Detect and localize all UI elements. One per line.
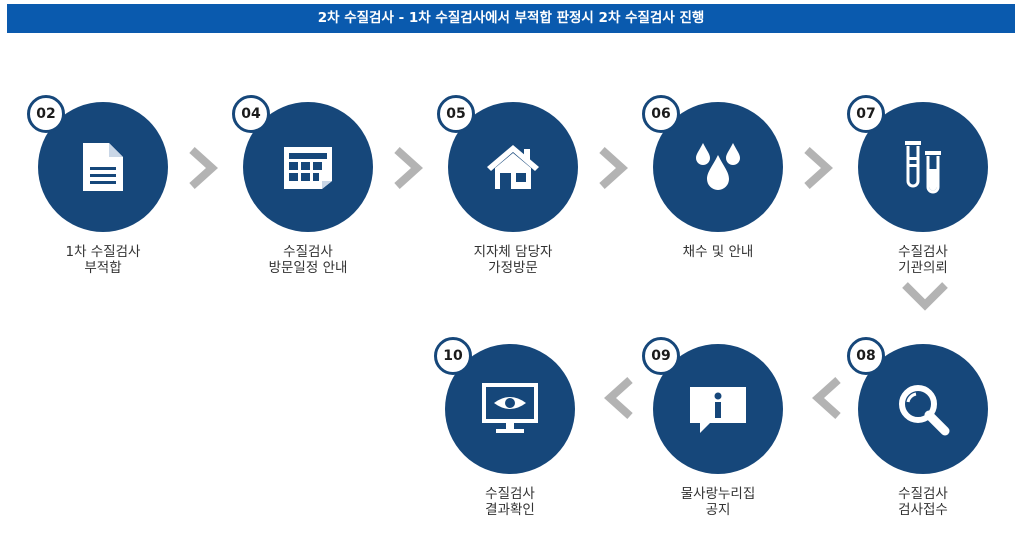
step-label: 채수 및 안내 bbox=[648, 244, 788, 260]
magnifier-icon bbox=[899, 385, 950, 436]
step-label: 수질검사 결과확인 bbox=[440, 486, 580, 518]
step-label-line1: 1차 수질검사 bbox=[65, 244, 141, 260]
step-label-line1: 수질검사 bbox=[283, 244, 333, 260]
arrow-right-icon bbox=[189, 147, 218, 189]
step-label: 수질검사 검사접수 bbox=[853, 486, 993, 518]
step-label-line1: 물사랑누리집 bbox=[680, 486, 756, 502]
step-label-line2: 결과확인 bbox=[485, 502, 535, 518]
step-label: 지자체 담당자 가정방문 bbox=[443, 244, 583, 276]
step-label: 수질검사 방문일정 안내 bbox=[238, 244, 378, 276]
step-number-badge: 06 bbox=[642, 95, 680, 133]
water-drops-icon bbox=[696, 143, 740, 190]
house-icon bbox=[487, 145, 539, 189]
step-label-line1: 채수 및 안내 bbox=[682, 244, 754, 260]
arrow-left-icon bbox=[604, 377, 633, 419]
step-label-line1: 수질검사 bbox=[898, 486, 948, 502]
monitor-eye-icon bbox=[482, 383, 538, 433]
step-label-line2: 방문일정 안내 bbox=[268, 260, 348, 276]
calendar-icon bbox=[284, 147, 332, 189]
step-label-line1: 수질검사 bbox=[898, 244, 948, 260]
step-label-line2: 검사접수 bbox=[898, 502, 948, 518]
step-label-line2: 가정방문 bbox=[488, 260, 538, 276]
step-label-line2: 부적합 bbox=[84, 260, 122, 276]
arrow-right-icon bbox=[599, 147, 628, 189]
step-label-line1: 수질검사 bbox=[485, 486, 535, 502]
info-bubble-icon bbox=[690, 387, 746, 433]
step-number-badge: 05 bbox=[437, 95, 475, 133]
step-number-badge: 02 bbox=[27, 95, 65, 133]
step-label-line1: 지자체 담당자 bbox=[473, 244, 553, 260]
step-number-badge: 10 bbox=[434, 337, 472, 375]
test-tubes-icon bbox=[905, 141, 941, 194]
arrow-down-icon bbox=[902, 282, 948, 311]
arrow-left-icon bbox=[812, 377, 841, 419]
step-circle bbox=[448, 102, 578, 232]
step-number-badge: 07 bbox=[847, 95, 885, 133]
step-number-badge: 04 bbox=[232, 95, 270, 133]
step-label-line2: 공지 bbox=[705, 502, 731, 518]
step-label: 물사랑누리집 공지 bbox=[648, 486, 788, 518]
step-number-badge: 08 bbox=[847, 337, 885, 375]
arrow-right-icon bbox=[804, 147, 833, 189]
step-label: 1차 수질검사 부적합 bbox=[33, 244, 173, 276]
arrow-right-icon bbox=[394, 147, 423, 189]
document-icon bbox=[83, 143, 123, 191]
step-number-badge: 09 bbox=[642, 337, 680, 375]
page-title: 2차 수질검사 - 1차 수질검사에서 부적합 판정시 2차 수질검사 진행 bbox=[7, 4, 1015, 33]
step-label-line2: 기관의뢰 bbox=[898, 260, 948, 276]
step-label: 수질검사 기관의뢰 bbox=[853, 244, 993, 276]
